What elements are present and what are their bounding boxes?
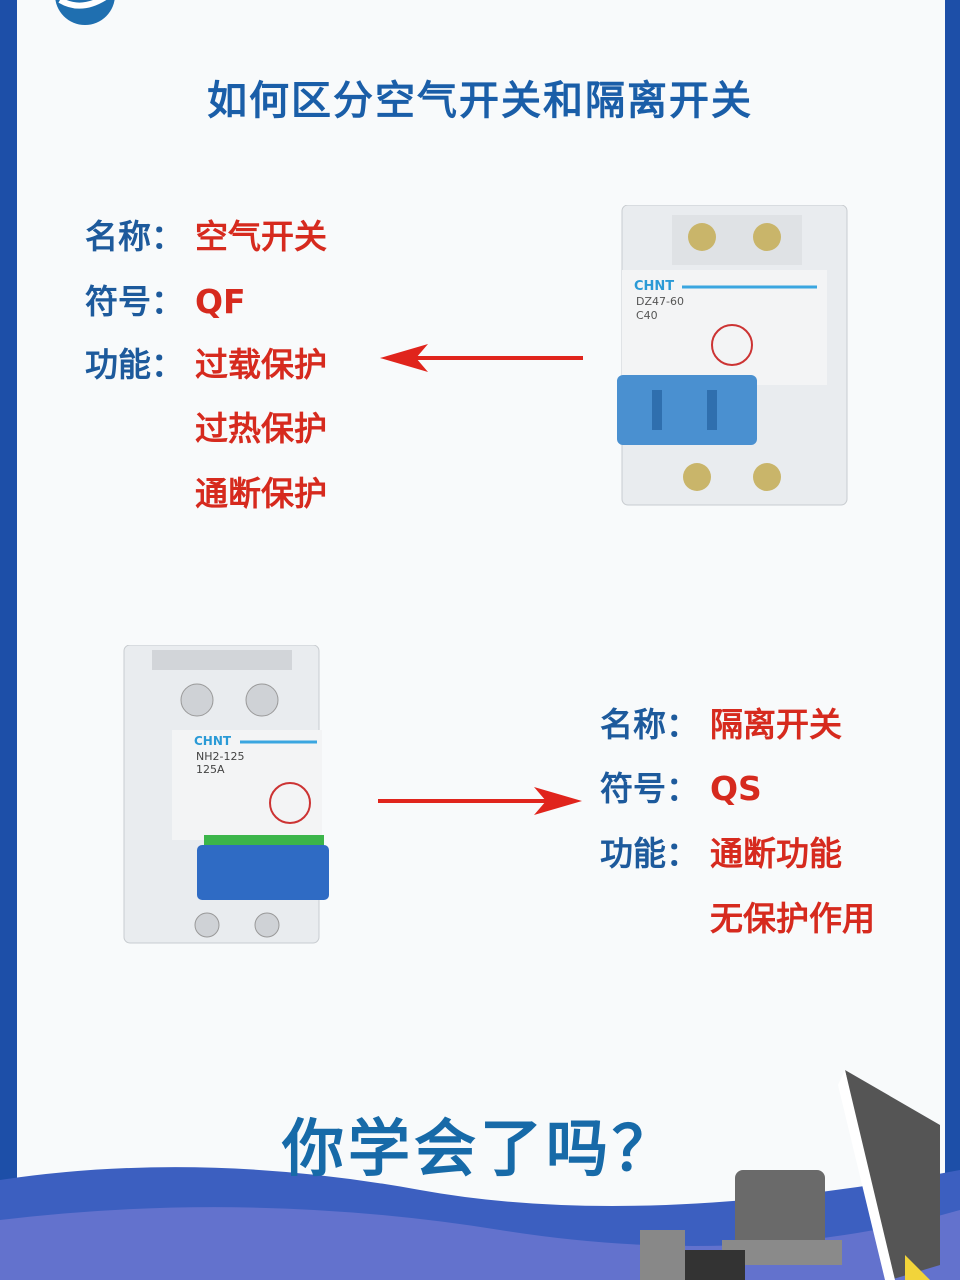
svg-text:DZ47-60: DZ47-60	[636, 295, 684, 308]
name-label: 名称：	[85, 217, 184, 256]
isolating-switch-symbol-row: 符号： QS	[600, 762, 762, 810]
symbol-value: QS	[710, 769, 762, 808]
arrow-left-icon	[380, 344, 583, 372]
symbol-label: 符号：	[600, 769, 699, 808]
camera-decoration	[640, 1070, 940, 1280]
content-card	[17, 0, 945, 1240]
air-switch-image: CHNT DZ47-60 C40	[617, 205, 848, 506]
svg-text:CHNT: CHNT	[634, 279, 674, 294]
svg-text:NH2-125: NH2-125	[196, 750, 244, 763]
isolating-switch-image: CHNT NH2-125 125A	[123, 645, 329, 944]
name-label: 名称：	[600, 705, 699, 744]
air-switch-function-row: 功能： 过载保护	[85, 338, 327, 386]
function-value: 通断功能	[710, 834, 842, 873]
function-label: 功能：	[600, 834, 699, 873]
svg-text:C40: C40	[636, 309, 658, 322]
symbol-value: QF	[195, 282, 246, 321]
svg-text:125A: 125A	[196, 763, 225, 776]
closing-question: 你学会了吗？	[281, 1112, 678, 1185]
function-value: 过热保护	[195, 409, 327, 448]
logo	[55, 0, 115, 25]
air-switch-name-row: 名称： 空气开关	[85, 210, 327, 258]
function-value: 通断保护	[195, 474, 327, 513]
name-value: 空气开关	[195, 217, 327, 256]
isolating-switch-function-row: 功能： 通断功能	[600, 827, 842, 875]
arrow-right-icon	[378, 787, 582, 815]
symbol-label: 符号：	[85, 282, 184, 321]
function-value: 无保护作用	[710, 899, 875, 938]
function-value: 过载保护	[195, 345, 327, 384]
page-title: 如何区分空气开关和隔离开关	[207, 78, 753, 124]
function-label: 功能：	[85, 345, 184, 384]
isolating-switch-name-row: 名称： 隔离开关	[600, 698, 842, 746]
name-value: 隔离开关	[710, 705, 842, 744]
air-switch-symbol-row: 符号： QF	[85, 275, 246, 323]
svg-text:CHNT: CHNT	[194, 734, 232, 748]
